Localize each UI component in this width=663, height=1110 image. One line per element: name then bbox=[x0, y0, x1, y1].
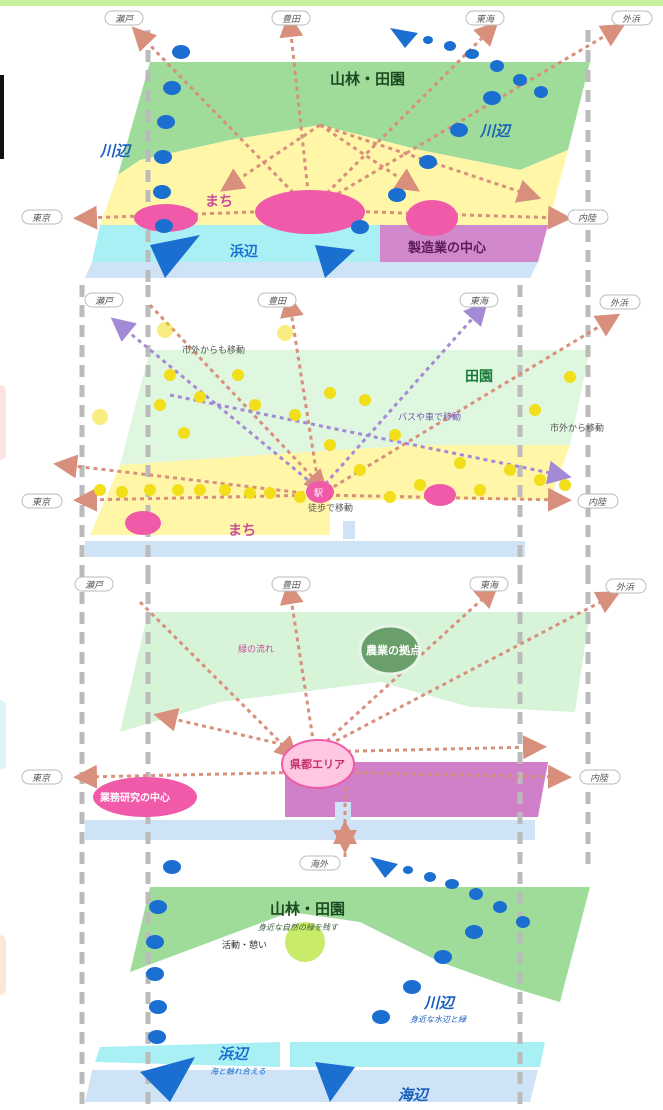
layer-hubs: 農業の拠点 緑の流れ 県都エリア 業務研究の中心 瀬戸 豊田 東海 外浜 東京 … bbox=[21, 572, 647, 867]
label-mountain: 山林・田園 bbox=[330, 70, 405, 88]
note-city-out: 市外から移動 bbox=[550, 422, 604, 434]
dest-overseas: 海外 bbox=[310, 859, 329, 870]
town-zone bbox=[100, 125, 568, 225]
river-dots bbox=[153, 36, 548, 234]
dest-west-2: 東京 bbox=[32, 497, 52, 508]
dest-outer-1: 外浜 bbox=[622, 14, 641, 25]
layer-nature: 山林・田園 身近な自然の緑を残す 活動・憩い 川辺 身近な水辺と緑 浜辺 海と触… bbox=[79, 820, 590, 1110]
dest-outer-2: 外浜 bbox=[610, 298, 629, 309]
river-arrowhead-4 bbox=[370, 857, 398, 878]
label-mountain-4: 山林・田園 bbox=[270, 900, 345, 918]
label-agri-hub: 農業の拠点 bbox=[366, 643, 421, 657]
node-2-hub bbox=[306, 481, 334, 503]
beach-arrow-4-right bbox=[315, 1062, 355, 1102]
beach-arrow-4-left bbox=[140, 1057, 195, 1102]
town-node-west bbox=[134, 204, 198, 232]
dest-aichi-3: 豊田 bbox=[282, 580, 301, 591]
dest-tokyo-1: 瀬戸 bbox=[115, 14, 135, 25]
dest-tag-overseas bbox=[299, 855, 341, 871]
port-notch-2 bbox=[343, 521, 355, 539]
side-tab-blue bbox=[0, 700, 6, 770]
label-river-4: 川辺 bbox=[423, 994, 456, 1012]
sea-strip-2 bbox=[85, 541, 525, 557]
agri-hub-node bbox=[358, 624, 422, 676]
note-flow: 緑の流れ bbox=[238, 643, 274, 655]
label-industry: 製造業の中心 bbox=[407, 240, 486, 256]
label-town-2: まち bbox=[228, 523, 256, 539]
label-river-sub: 身近な水辺と緑 bbox=[410, 1015, 467, 1024]
label-hub: 駅 bbox=[314, 488, 323, 499]
dest-toyota-2: 東海 bbox=[470, 296, 490, 307]
layer-transport: 田園 まち バスや車で移動 市外からも移動 市外から移動 徒歩で移動 駅 瀬戸 … bbox=[21, 285, 641, 575]
dest-inland-3: 内陸 bbox=[590, 773, 609, 784]
port-notch-3 bbox=[335, 802, 351, 822]
research-node bbox=[93, 777, 197, 817]
forest-zone-4 bbox=[130, 887, 590, 1002]
label-river-left: 川辺 bbox=[99, 142, 132, 160]
label-sea: 海辺 bbox=[398, 1086, 430, 1104]
beach-arrow-right bbox=[315, 245, 355, 278]
note-bus: バスや車で移動 bbox=[398, 411, 461, 423]
green-zone-3 bbox=[120, 612, 590, 732]
side-tab-pink bbox=[0, 385, 6, 460]
dest-aichi-2: 豊田 bbox=[268, 296, 287, 307]
dest-west-3: 東京 bbox=[32, 773, 52, 784]
dest-seto-2: 瀬戸 bbox=[95, 296, 115, 307]
dest-inland-2: 内陸 bbox=[588, 497, 607, 508]
label-center: 県都エリア bbox=[290, 757, 345, 771]
node-2a bbox=[125, 511, 161, 535]
side-tab-orange bbox=[0, 935, 6, 995]
sea-strip-3 bbox=[85, 820, 535, 840]
dest-tags-2: 瀬戸 豊田 東海 外浜 東京 内陸 bbox=[21, 292, 641, 509]
label-mountain-sub: 身近な自然の緑を残す bbox=[258, 923, 339, 932]
sea-zone-4 bbox=[85, 1070, 538, 1102]
label-farm: 田園 bbox=[465, 369, 493, 385]
dest-toyota-1: 東海 bbox=[476, 14, 496, 25]
dest-tags-1: 瀬戸 豊田 東海 外浜 東京 内陸 bbox=[21, 10, 653, 225]
dest-seto-3: 瀬戸 bbox=[85, 580, 105, 591]
note-walk: 徒歩で移動 bbox=[308, 502, 353, 514]
dest-west-1: 東京 bbox=[32, 213, 52, 224]
label-town: まち bbox=[205, 194, 233, 210]
beach-zone-4b bbox=[290, 1042, 545, 1067]
label-activity: 活動・憩い bbox=[222, 939, 267, 951]
sea-strip bbox=[85, 262, 538, 278]
flow-arrows-3 bbox=[73, 580, 621, 854]
town-node-center bbox=[255, 190, 365, 234]
label-research: 業務研究の中心 bbox=[99, 791, 170, 804]
label-river-right: 川辺 bbox=[479, 122, 512, 140]
beach-arrow-left bbox=[150, 235, 200, 278]
town-node-east bbox=[406, 200, 458, 236]
activity-node bbox=[285, 922, 325, 962]
top-accent-bar bbox=[0, 0, 663, 6]
river-dots-4 bbox=[146, 860, 530, 1044]
node-2b bbox=[424, 484, 456, 506]
stop-dots bbox=[92, 322, 576, 503]
dest-toyota-3: 東海 bbox=[480, 580, 500, 591]
dest-inland-1: 内陸 bbox=[578, 213, 597, 224]
label-beach-sub: 海と触れ合える bbox=[210, 1067, 266, 1076]
dest-tags-3: 瀬戸 豊田 東海 外浜 東京 内陸 bbox=[21, 576, 647, 785]
note-city-in: 市外からも移動 bbox=[182, 344, 245, 356]
forest-zone bbox=[118, 62, 590, 175]
left-frame-edge bbox=[0, 75, 4, 159]
layer-landuse: 山林・田園 川辺 川辺 まち 浜辺 製造業の中心 瀬戸 豊田 東海 外浜 東京 … bbox=[21, 10, 653, 290]
dest-outer-3: 外浜 bbox=[616, 582, 635, 593]
bus-arrows-2 bbox=[110, 301, 572, 492]
river-arrowhead bbox=[390, 28, 418, 48]
dest-aichi-1: 豊田 bbox=[282, 14, 301, 25]
label-beach-4: 浜辺 bbox=[218, 1045, 250, 1063]
beach-zone-4 bbox=[95, 1042, 280, 1067]
label-beach: 浜辺 bbox=[230, 243, 258, 260]
center-node bbox=[281, 739, 355, 789]
